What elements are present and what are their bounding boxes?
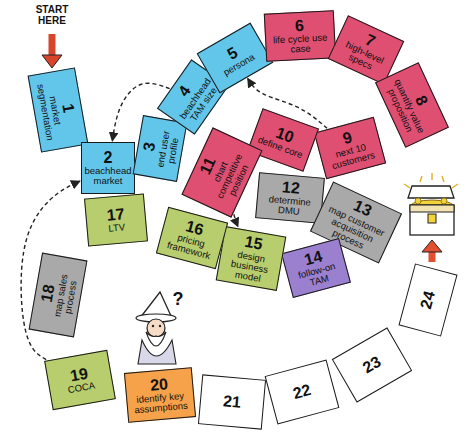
question-mark: ? [170,290,186,310]
board-tile: 10define core [247,108,319,172]
board-tile: 16pricing framework [156,207,228,269]
step-label: follow-on TAM [292,260,344,292]
step-number: 3 [141,140,159,152]
board-tile: 19COCA [44,350,116,410]
step-label: determine DMU [262,194,318,219]
board-tile: 6life cycle use case [264,10,336,62]
board-tile: 2beachhead market [81,142,135,194]
step-number: 20 [150,376,169,394]
step-label: market segmentation [34,77,65,145]
step-label: next 10 customers [325,140,378,172]
start-arrow [49,34,56,58]
board-tile: 18map sales process [29,253,88,338]
start-label: START HERE [28,4,76,26]
board-tile: 20identify key assumptions [124,367,196,423]
board-tile: 22 [265,360,340,425]
board-tile: 24 [398,263,457,336]
step-label: quantify value proposition [383,77,426,140]
board-tile: 21 [198,374,266,429]
step-label: identify key assumptions [132,391,190,416]
finish-arrow-head [422,240,442,252]
treasure-chest [404,173,458,235]
board-tile: 23 [332,327,412,402]
step-label: LTV [108,223,126,234]
step-label: map sales process [51,262,82,330]
board-tile: 12determine DMU [255,172,325,224]
step-number: 22 [291,382,313,403]
step-number: 12 [281,179,300,197]
board-tile: 1market segmentation [28,67,89,152]
wizard-figure [136,292,176,364]
step-number: 23 [360,353,384,376]
step-label: life cycle use case [271,33,330,56]
dashed-loop-arrow [234,214,238,226]
start-arrow-head [42,55,62,68]
board-tile: 17LTV [84,193,148,246]
step-number: 17 [106,206,125,224]
step-label: end user profile [154,124,182,175]
step-number: 1 [59,102,77,114]
step-label: COCA [67,381,96,396]
step-label: design business model [222,247,276,285]
step-label: beachhead market [84,166,131,186]
board-tile: 14follow-on TAM [281,238,351,298]
step-number: 6 [295,17,305,34]
step-label: pricing framework [163,230,216,262]
step-label: chart competitive position [203,141,256,210]
step-number: 2 [104,150,113,167]
step-label: high-level specs [336,38,390,77]
step-number: 24 [418,289,439,311]
step-number: 21 [222,393,241,411]
board-tile: 15design business model [216,226,287,291]
